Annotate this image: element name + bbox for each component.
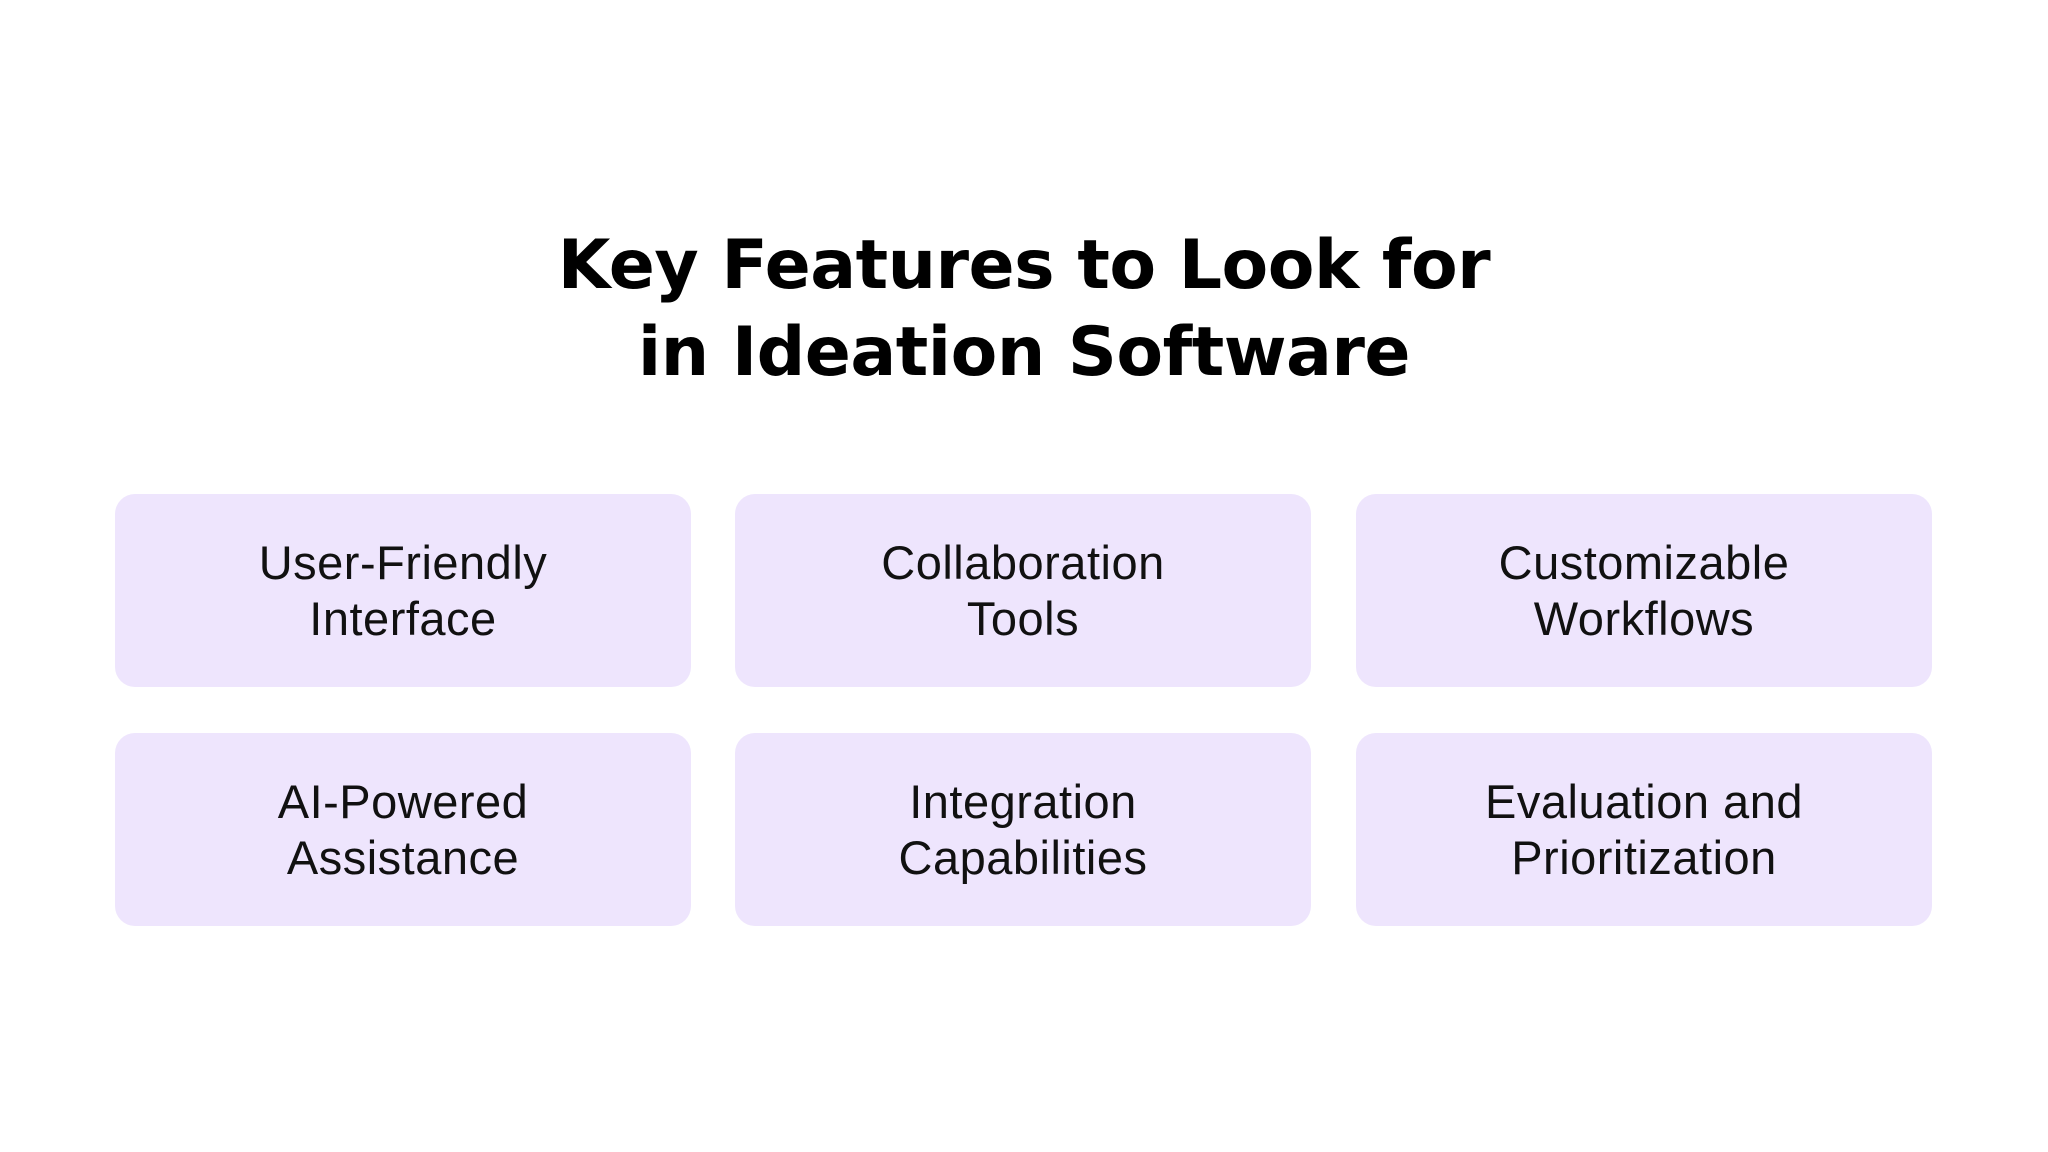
feature-label-line-1: Collaboration [881, 535, 1165, 589]
feature-label-line-1: Evaluation and [1485, 774, 1803, 828]
feature-card-user-friendly-interface: User-Friendly Interface [115, 494, 691, 687]
feature-label-line-2: Capabilities [898, 830, 1148, 884]
feature-card-collaboration-tools: Collaboration Tools [735, 494, 1311, 687]
feature-card-customizable-workflows: Customizable Workflows [1356, 494, 1932, 687]
feature-label-line-1: User-Friendly [258, 535, 548, 589]
feature-label-line-1: Customizable [1498, 535, 1790, 589]
feature-label-line-2: Workflows [1533, 591, 1755, 645]
feature-label-line-2: Prioritization [1511, 830, 1777, 884]
feature-label-line-1: AI-Powered [277, 774, 529, 828]
title-line-1: Key Features to Look for [557, 226, 1491, 305]
page-title: Key Features to Look for in Ideation Sof… [0, 222, 2048, 396]
feature-card-ai-powered-assistance: AI-Powered Assistance [115, 733, 691, 926]
title-line-2: in Ideation Software [637, 313, 1411, 392]
feature-card-evaluation-and-prioritization: Evaluation and Prioritization [1356, 733, 1932, 926]
feature-label-line-2: Tools [966, 591, 1080, 645]
feature-label-line-1: Integration [909, 774, 1137, 828]
feature-label-line-2: Interface [309, 591, 497, 645]
feature-label-line-2: Assistance [286, 830, 520, 884]
feature-card-integration-capabilities: Integration Capabilities [735, 733, 1311, 926]
